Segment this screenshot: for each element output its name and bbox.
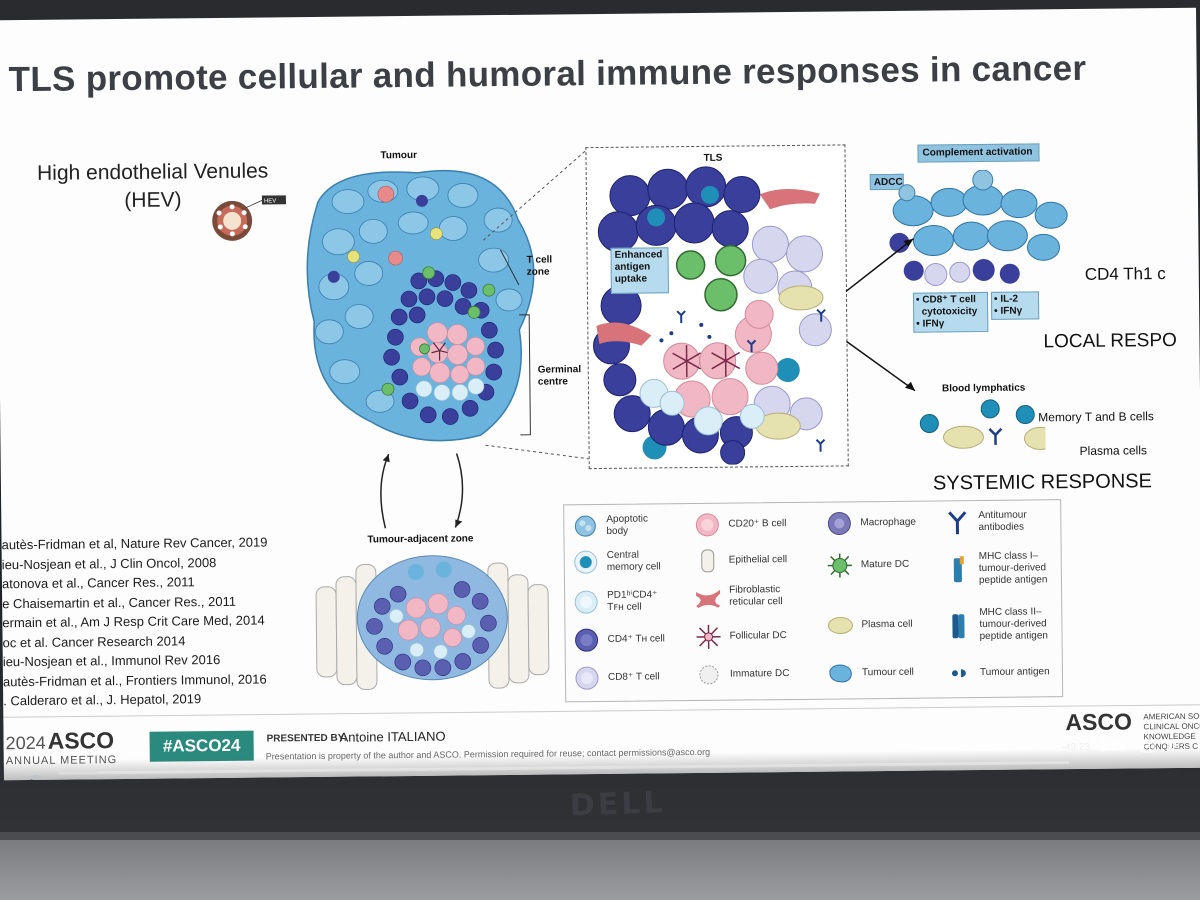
keyboard-edge — [0, 832, 1200, 842]
zoom-lines — [483, 148, 591, 460]
tls-illustration — [592, 166, 832, 466]
antitumour-antibodies-icon — [948, 511, 967, 535]
fibroblastic-reticular-cell-icon — [696, 589, 721, 608]
presented-by-label: PRESENTED BY: — [266, 732, 348, 745]
legend-item: Mature DC — [827, 552, 910, 579]
cd4-th1-label: CD4 Th1 c — [1084, 264, 1166, 284]
legend-item: Epithelial cell — [695, 547, 788, 574]
il2-label: • IL-2 • IFNγ — [993, 293, 1023, 317]
legend-item: PD1ʰⁱCD4⁺ Tꜰʜ cell — [573, 588, 658, 615]
slide-title: TLS promote cellular and humoral immune … — [8, 48, 1087, 100]
legend-item: Macrophage — [826, 510, 916, 537]
complement-label: Complement activation — [922, 146, 1033, 159]
tls-label: TLS — [703, 152, 723, 164]
follicular-dc-icon — [696, 624, 721, 649]
legend-box: Apoptotic body Central memory cell PD1ʰⁱ… — [563, 499, 1064, 703]
gear-icon[interactable]: ⚙ — [1165, 737, 1178, 754]
macrophage-icon — [827, 512, 851, 536]
pd1-cd4-tfh-cell-icon — [574, 590, 598, 614]
enhanced-antigen-label: Enhanced antigen uptake — [614, 249, 663, 285]
plasma-cell-icon — [827, 616, 853, 634]
playback-speed-button[interactable]: 1.5x — [1099, 738, 1126, 754]
asco-logo-right: ASCO — [1065, 708, 1133, 736]
central-memory-cell-icon — [574, 550, 598, 574]
plasma-cells-label: Plasma cells — [1079, 443, 1148, 458]
response-arrows — [845, 238, 916, 392]
progress-fill — [58, 771, 100, 775]
footer-rule — [3, 704, 1200, 718]
laptop-keyboard-deck — [0, 840, 1200, 900]
legend-item: Tumour antigen — [946, 662, 1050, 683]
epithelial-cell-icon — [701, 549, 715, 573]
blood-lymphatics-cells — [919, 399, 1046, 450]
cd20-b-cell-icon — [695, 513, 719, 537]
legend-item: CD20⁺ B cell — [694, 511, 787, 538]
cd8-t-cell-icon — [575, 666, 599, 690]
captions-button[interactable]: CC — [1140, 741, 1155, 753]
legend-item: Fibroblastic reticular cell — [695, 583, 783, 610]
zone-brackets — [500, 249, 531, 436]
tumour-label: Tumour — [380, 149, 418, 162]
legend-item: Tumour cell — [828, 660, 914, 687]
reference-list: autès-Fridman et al, Nature Rev Cancer, … — [1, 532, 323, 711]
legend-item: Apoptotic body — [572, 513, 648, 540]
legend-item: Antitumour antibodies — [944, 509, 1027, 536]
systemic-response-label: SYSTEMIC RESPONSE — [932, 470, 1152, 495]
legend-item: Plasma cell — [827, 612, 913, 639]
time-remaining: -49:23 — [1061, 741, 1091, 754]
mhc-class-2-icon — [952, 614, 965, 639]
tumour-cell-icon — [829, 664, 852, 683]
hev-label: HEV — [264, 198, 276, 204]
tumour-adjacent-illustration — [315, 555, 550, 690]
apoptotic-body-icon — [574, 515, 596, 537]
legend-item: MHC class II– tumour-derived peptide ant… — [945, 606, 1048, 643]
circular-arrows — [380, 453, 464, 529]
presenter-name: Antoine ITALIANO — [339, 728, 446, 745]
mature-dc-icon — [827, 553, 852, 578]
slide-screen: TLS promote cellular and humoral immune … — [0, 7, 1200, 781]
dell-logo: DELL — [569, 785, 667, 824]
local-response-label: LOCAL RESPO — [1043, 329, 1177, 353]
tumour-adjacent-label: Tumour-adjacent zone — [367, 533, 474, 546]
legend-item: CD8⁺ T cell — [574, 664, 660, 691]
tumour-antigen-icon — [951, 669, 966, 678]
cd4-th-cell-icon — [575, 628, 599, 652]
volume-icon[interactable]: 🔊 — [26, 775, 44, 780]
local-response-cells — [889, 169, 1068, 286]
asco-logo-left: 2024ASCO — [5, 727, 115, 754]
reference-item: . Calderaro et al., J. Hepatol, 2019 — [3, 691, 202, 709]
memory-tb-label: Memory T and B cells — [1038, 409, 1154, 425]
blood-lymphatics-label: Blood lymphatics — [941, 382, 1026, 395]
legend-item: Immature DC — [696, 661, 790, 688]
legend-item: CD4⁺ Tʜ cell — [573, 626, 665, 653]
immature-dc-icon — [699, 665, 719, 685]
tumour-illustration — [306, 169, 535, 442]
legend-item: Central memory cell — [573, 548, 661, 575]
hev-cross-section-icon: HEV — [212, 195, 286, 241]
legend-item: Follicular DC — [695, 623, 787, 650]
mhc-class-1-icon — [953, 556, 964, 583]
legend-item: MHC class I– tumour-derived peptide anti… — [945, 550, 1048, 587]
